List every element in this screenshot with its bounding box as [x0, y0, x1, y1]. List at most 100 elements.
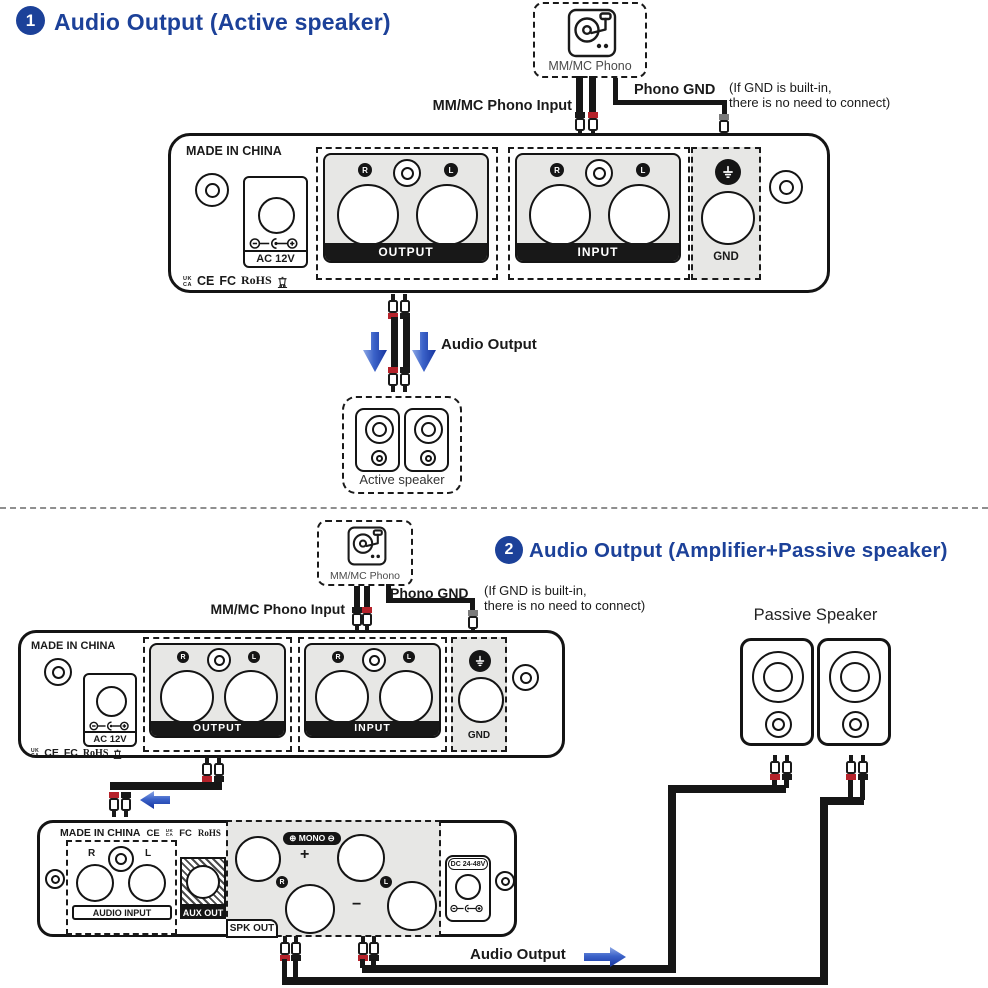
rca-plug [400, 367, 410, 392]
input-plate: R L INPUT [304, 643, 441, 738]
audio-cable-right [403, 317, 410, 367]
input-plate: R L INPUT [515, 153, 681, 263]
spk-out-label: SPK OUT [226, 919, 278, 938]
gnd-section: GND [691, 147, 761, 280]
gnd-note-line2: there is no need to connect) [484, 598, 646, 613]
ground-symbol-icon [715, 159, 741, 185]
power-jack [96, 686, 127, 717]
polarity-icon [249, 238, 298, 249]
output-plate: R L OUTPUT [149, 643, 286, 738]
right-channel-dot: R [358, 163, 372, 177]
phono-gnd-label: Phono GND [390, 585, 469, 601]
woofer-icon [829, 651, 881, 703]
fcc-mark: FC [63, 747, 78, 759]
speaker-wire-run [282, 977, 828, 985]
banana-plug-red [846, 755, 856, 780]
left-channel-dot: L [444, 163, 458, 177]
tweeter-icon [371, 450, 387, 466]
banana-plug-red [280, 936, 290, 961]
gnd-label: GND [713, 251, 739, 263]
aux-out-label: AUX OUT [180, 906, 226, 919]
dc-power-jack [455, 874, 481, 900]
screw-icon [44, 658, 72, 686]
arrow-right-icon [584, 947, 626, 967]
output-plate: R L OUTPUT [323, 153, 489, 263]
left-channel-dot: L [380, 876, 392, 888]
left-channel-label: L [145, 848, 152, 859]
output-jack-left [416, 184, 478, 246]
spk-out-section: ⊕ MONO ⊖ + − R L SPK OUT [226, 820, 441, 938]
mount-hole-icon [585, 159, 613, 187]
audio-input-section: R L AUDIO INPUT [66, 840, 177, 935]
speaker-wire [848, 778, 853, 800]
gnd-wire [722, 100, 727, 116]
speaker-wire [772, 778, 777, 788]
speaker-wire [282, 959, 287, 980]
active-speaker-label: Active speaker [359, 472, 445, 487]
speaker-icon [740, 638, 814, 746]
spk-terminal [285, 884, 335, 934]
rohs-mark: RoHS [197, 828, 221, 838]
speaker-wire-run [668, 785, 786, 793]
rca-plug-red [388, 367, 398, 392]
aux-out-jack [186, 865, 220, 899]
phono-source-label: MM/MC Phono [548, 59, 632, 73]
gnd-wire [386, 598, 475, 603]
gnd-label: GND [467, 730, 491, 741]
right-channel-dot: R [276, 876, 288, 888]
output-jack-right [337, 184, 399, 246]
power-label: AC 12V [245, 250, 306, 266]
spk-terminal [337, 834, 385, 882]
input-jack-left [608, 184, 670, 246]
gnd-note-line1: (If GND is built-in, [484, 583, 587, 598]
section2-title: Audio Output (Amplifier+Passive speaker) [529, 539, 948, 562]
banana-plug [782, 755, 792, 780]
phono-cable-right [364, 586, 370, 610]
speaker-wire [293, 959, 298, 980]
minus-label: − [352, 896, 362, 913]
dc-power-box: DC 24-48V [445, 855, 491, 922]
phono-source-box: MM/MC Phono [533, 2, 647, 78]
made-in-label: MADE IN CHINA [31, 640, 116, 652]
banana-plug-red [358, 936, 368, 961]
ce-mark: CE [146, 827, 160, 839]
section1-badge: 1 [16, 6, 45, 35]
speaker-wire-run [668, 785, 676, 973]
banana-plug [291, 936, 301, 961]
speaker-wire [360, 959, 365, 968]
phono-cable-right [589, 76, 596, 114]
phono-source-label: MM/MC Phono [329, 570, 401, 582]
weee-bin-icon [277, 276, 287, 288]
made-in-label: MADE IN CHINA [60, 827, 141, 839]
rca-plug-red [202, 757, 212, 782]
spk-terminal [235, 836, 281, 882]
arrow-left-icon [140, 791, 170, 809]
made-in-label: MADE IN CHINA [186, 144, 282, 158]
screw-icon [195, 173, 229, 207]
speaker-icon [817, 638, 891, 746]
phono-source-box: MM/MC Phono [317, 520, 413, 586]
rohs-mark: RoHS [82, 748, 109, 759]
mount-hole-icon [393, 159, 421, 187]
gnd-wire [613, 78, 618, 102]
tweeter-icon [765, 711, 792, 738]
rca-plug [214, 757, 224, 782]
input-section: R L INPUT [508, 147, 690, 280]
screw-icon [495, 871, 515, 891]
output-label: OUTPUT [151, 721, 284, 736]
output-section: R L OUTPUT [143, 637, 292, 752]
screw-icon [769, 170, 803, 204]
gnd-note-line1: (If GND is built-in, [729, 80, 832, 95]
power-jack-box: AC 12V [83, 673, 137, 747]
phono-cable-left [354, 586, 360, 610]
section-divider [0, 507, 988, 509]
mount-hole-icon [108, 846, 134, 872]
audio-cable [110, 782, 222, 790]
preamp-rear-panel: MADE IN CHINA AC 12V R L OUTPUT R L INPU [168, 133, 830, 293]
speaker-icon [355, 408, 400, 472]
dc-power-label: DC 24-48V [448, 858, 488, 870]
